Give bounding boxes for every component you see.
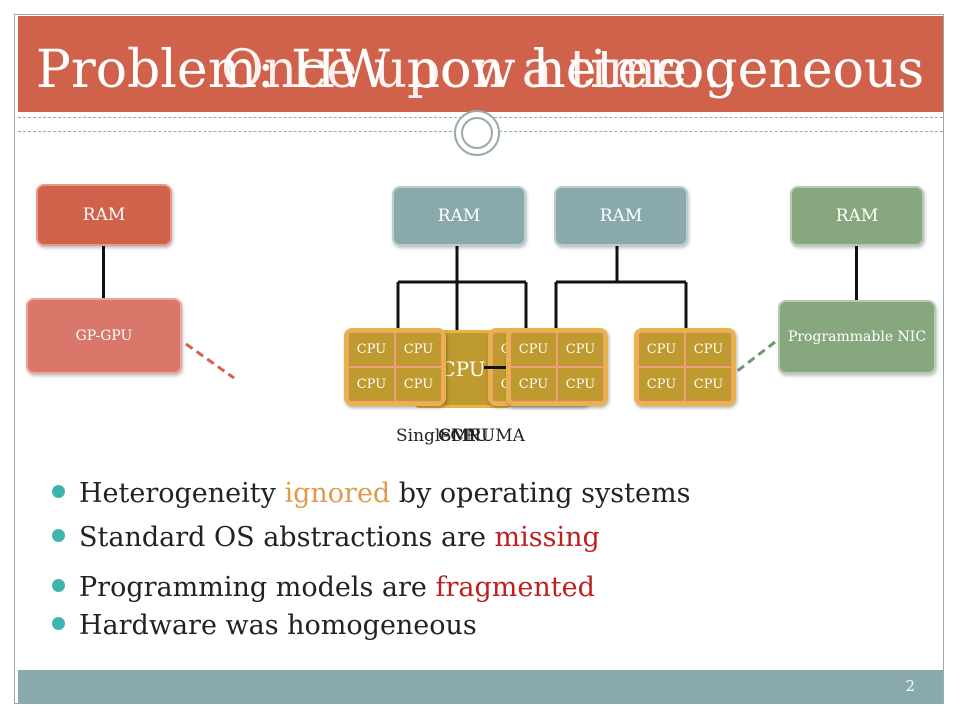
slide-title: Problem: HW now heterogeneous: [35, 40, 925, 100]
cpu-cluster-inner: CPU CPU CPU CPU: [510, 332, 604, 402]
bullet-highlight: missing: [494, 522, 600, 553]
bullet-dot: [52, 617, 65, 630]
cpu-core: CPU: [348, 332, 395, 367]
gpu-ram-box: RAM: [36, 184, 172, 246]
nic-dashed-leader: [735, 340, 776, 374]
bullet-programming-models: Programming models are fragmented: [52, 572, 595, 603]
bullet-highlight: ignored: [284, 478, 391, 509]
diagram-caption: SingleCPU CMP SMP NUMA: [396, 426, 556, 452]
title-band: [18, 16, 943, 112]
cpu-core: CPU: [510, 367, 557, 402]
bullet-text: Heterogeneity: [79, 478, 285, 509]
numa-ram-box-left: RAM: [392, 186, 526, 246]
cpu-cluster-inner: CPU CPU CPU CPU: [638, 332, 732, 402]
single-cpu-label: CPU: [440, 357, 486, 381]
caption-single-cpu: SingleCPU: [396, 426, 489, 446]
numa-ram-box-right: RAM: [554, 186, 688, 246]
bullet-text: Standard OS abstractions are: [79, 522, 495, 553]
gpu-box: GP-GPU: [26, 298, 182, 374]
cpu-core: CPU: [348, 367, 395, 402]
slide-title-overlay: Once upon a time…: [221, 40, 739, 100]
gpu-dashed-leader: [185, 342, 235, 380]
cpu-core: CPU: [557, 332, 604, 367]
cpu-cluster-1: CPU CPU CPU CPU: [344, 328, 446, 406]
bullet-dot: [52, 579, 65, 592]
bullet-hardware-homogeneous: Hardware was homogeneous: [52, 610, 477, 641]
bullet-text-end: by operating systems: [390, 478, 691, 509]
nic-ram-connector: [855, 246, 858, 300]
bullet-text: Hardware was homogeneous: [79, 610, 477, 641]
cpu-core: CPU: [685, 367, 732, 402]
programmable-nic-box: Programmable NIC: [778, 300, 936, 374]
cpu-cluster-2: CPU CPU CPU CPU: [506, 328, 608, 406]
cpu-interconnect: [484, 366, 510, 369]
gpu-ram-connector: [102, 246, 105, 298]
bullet-dot: [52, 529, 65, 542]
cpu-core: CPU: [395, 367, 442, 402]
caption-cmp: CMP: [438, 426, 480, 446]
cpu-core: CPU: [395, 332, 442, 367]
bullet-dot: [52, 485, 65, 498]
cpu-core: CPU: [685, 332, 732, 367]
bullet-text: Programming models are: [79, 572, 436, 603]
cpu-core: CPU: [638, 367, 685, 402]
divider-ring-inner: [461, 117, 493, 149]
page-number: 2: [905, 677, 915, 695]
cpu-core: CPU: [557, 367, 604, 402]
divider-ring-ornament: [454, 110, 500, 156]
nic-ram-box: RAM: [790, 186, 924, 246]
cpu-core: CPU: [510, 332, 557, 367]
cpu-cluster-3: CPU CPU CPU CPU: [634, 328, 736, 406]
bullet-abstractions: Standard OS abstractions are missing: [52, 522, 600, 553]
footer-bar: 2: [18, 670, 943, 704]
bullet-highlight: fragmented: [435, 572, 595, 603]
caption-numa: NUMA: [466, 426, 525, 446]
cpu-core: CPU: [638, 332, 685, 367]
bullet-heterogeneity: Heterogeneity ignored by operating syste…: [52, 478, 690, 509]
caption-smp: SMP: [440, 426, 481, 446]
cpu-cluster-inner: CPU CPU CPU CPU: [348, 332, 442, 402]
